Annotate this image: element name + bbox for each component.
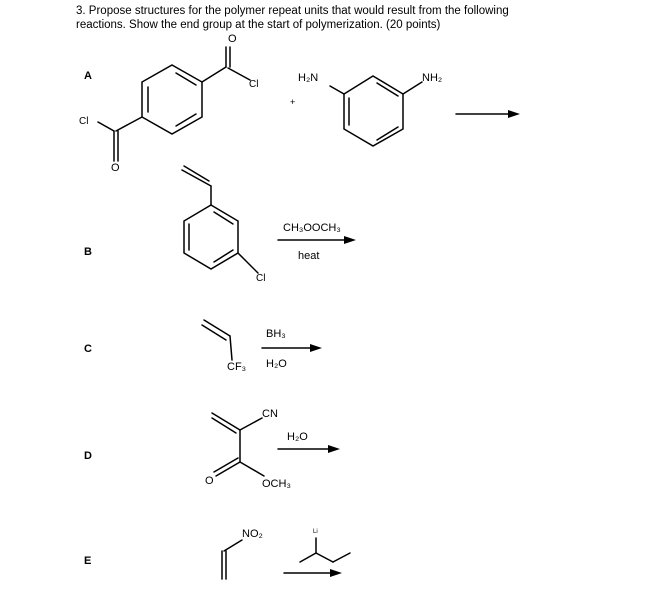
vinyl-double-bond	[181, 169, 212, 187]
heat-condition: heat	[298, 250, 320, 262]
question-line-2: reactions. Show the end group at the sta…	[76, 19, 441, 31]
vinyl-double-bond	[183, 165, 210, 182]
ester-o-bond	[239, 461, 265, 477]
chlorine-label-left: Cl	[79, 116, 89, 127]
cyanoacrylate-structure	[211, 412, 265, 477]
nitroethylene-structure	[221, 539, 243, 580]
reaction-arrow-c	[261, 344, 322, 352]
ester-oxygen-label: O	[205, 475, 214, 487]
ester-carbonyl-bond	[213, 457, 239, 473]
reaction-arrow-d	[277, 445, 340, 453]
amine-label-right: NH₂	[422, 72, 443, 84]
c-n-bond	[402, 81, 423, 95]
alkyl-bond	[299, 552, 317, 563]
nitro-label: NO₂	[242, 528, 263, 540]
ring-double-bond	[376, 126, 399, 141]
c-cl-bond	[97, 121, 115, 132]
alkene-double-bond	[211, 417, 237, 434]
water-reagent-c: H₂O	[266, 358, 287, 370]
trifluoromethyl-label: CF₃	[227, 361, 247, 373]
sec-butyllithium-structure	[299, 537, 351, 563]
ring-double-bond	[376, 82, 399, 97]
carbonyl-oxygen-bottom: O	[111, 162, 120, 174]
chlorine-label-right: Cl	[249, 79, 259, 90]
ring-double-bond	[213, 249, 234, 263]
chlorine-label-b: Cl	[256, 273, 266, 284]
ester-carbonyl-bond	[215, 461, 241, 477]
benzene-ring-a	[141, 64, 203, 135]
reaction-arrow-a	[455, 110, 520, 118]
alkene-double-bond	[203, 319, 231, 337]
lithium-label: Li	[313, 529, 318, 535]
reaction-label-d: D	[84, 450, 92, 462]
plus-sign: +	[290, 97, 296, 107]
c-no2-bond	[223, 539, 243, 552]
reaction-label-c: C	[84, 343, 92, 355]
reaction-label-b: B	[84, 246, 92, 258]
water-reagent-d: H₂O	[287, 431, 308, 443]
reaction-arrow-b	[277, 236, 356, 244]
carbonyl-oxygen-top: O	[228, 33, 237, 45]
c-cl-bond	[227, 67, 251, 81]
reaction-arrow-e	[283, 569, 342, 577]
benzene-ring-diamine	[343, 75, 404, 147]
nitrile-label: CN	[262, 408, 278, 420]
initiator-reagent: CH₃OOCH₃	[283, 222, 341, 234]
c-cn-bond	[239, 417, 263, 431]
alkyl-bond	[315, 552, 334, 563]
methoxy-label: OCH₃	[262, 478, 291, 490]
question-number: 3.	[76, 5, 86, 17]
m-phenylenediamine-structure	[329, 75, 423, 147]
amine-label-left: H₂N	[298, 72, 319, 84]
c-cl-bond	[237, 252, 259, 274]
carbonyl-bond	[201, 66, 227, 83]
c-n-bond	[329, 85, 345, 95]
reaction-label-e: E	[84, 555, 92, 567]
chlorostyrene-structure	[181, 165, 259, 274]
question-line-1: Propose structures for the polymer repea…	[88, 5, 509, 17]
alkene-double-bond	[201, 324, 227, 341]
trifluoropropene-structure	[201, 319, 233, 361]
alkyl-bond	[332, 552, 351, 563]
ring-double-bond	[213, 211, 234, 225]
question-text: 3. Propose structures for the polymer re…	[76, 4, 636, 32]
c-cf3-bond	[229, 335, 233, 361]
carbonyl-bond	[115, 116, 143, 132]
borane-reagent: BH₃	[266, 328, 286, 340]
reaction-label-a: A	[84, 70, 92, 82]
ring-double-bond	[175, 72, 197, 86]
alkene-double-bond	[211, 412, 241, 431]
terephthaloyl-chloride-structure	[97, 46, 251, 162]
benzene-ring-b	[183, 204, 239, 270]
ring-double-bond	[175, 113, 197, 127]
